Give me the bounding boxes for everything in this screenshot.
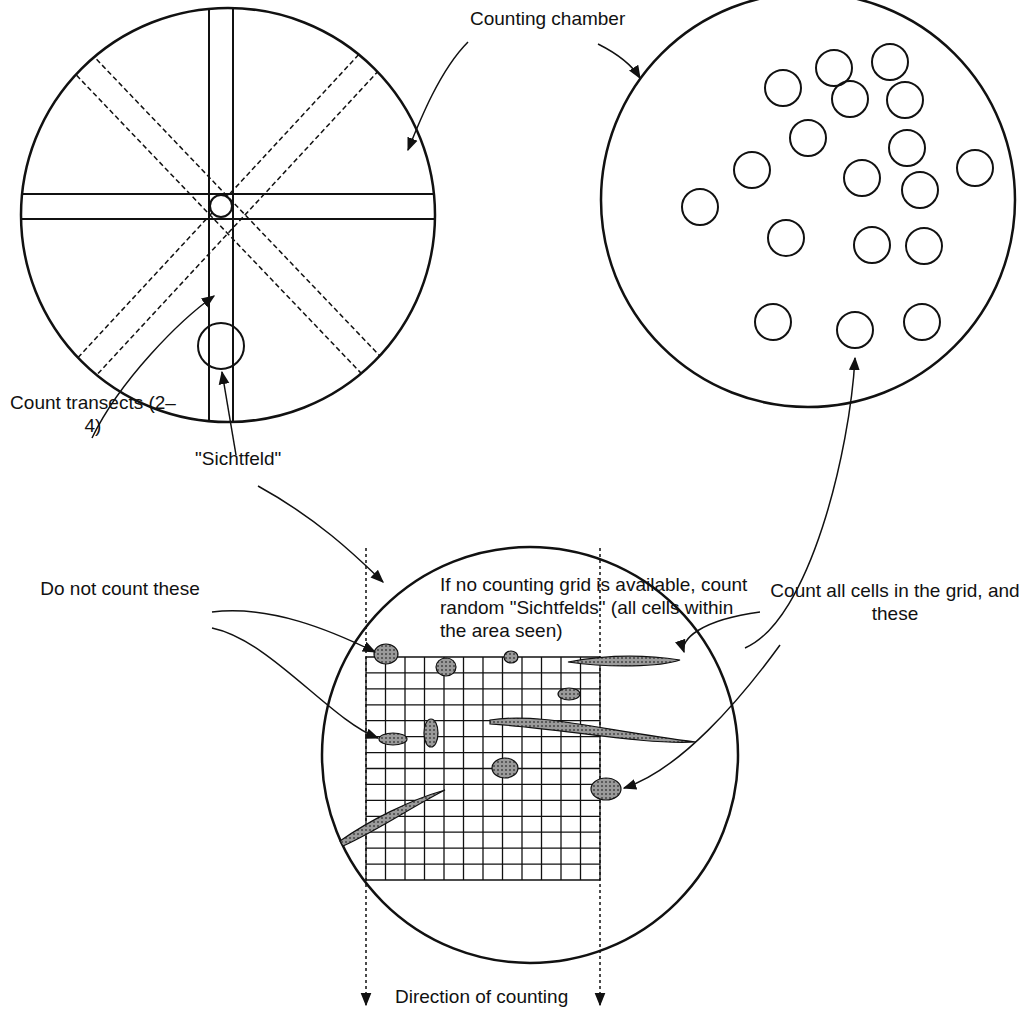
title-label: Counting chamber <box>470 8 730 31</box>
axis-label: Direction of counting <box>395 986 655 1009</box>
grid-line <box>366 816 600 817</box>
callout-label: "Sichtfeld" <box>195 448 315 471</box>
grid-line <box>366 672 600 673</box>
grid-line <box>366 720 600 721</box>
grid-line <box>366 752 600 753</box>
grid-line <box>366 656 600 657</box>
grid-line <box>366 784 600 785</box>
grid-line <box>366 768 600 769</box>
grid-line <box>366 800 600 801</box>
grid-line <box>366 704 600 705</box>
callout-label: Count all cells in the grid, and these <box>765 580 1025 626</box>
callout-label: Count transects (2–4) <box>8 392 178 438</box>
callout-label: Do not count these <box>20 578 220 601</box>
grid-line <box>366 879 600 880</box>
note-label: If no counting grid is available, count … <box>440 574 750 642</box>
grid-line <box>366 832 600 833</box>
grid-line <box>366 863 600 864</box>
grid-line <box>366 847 600 848</box>
